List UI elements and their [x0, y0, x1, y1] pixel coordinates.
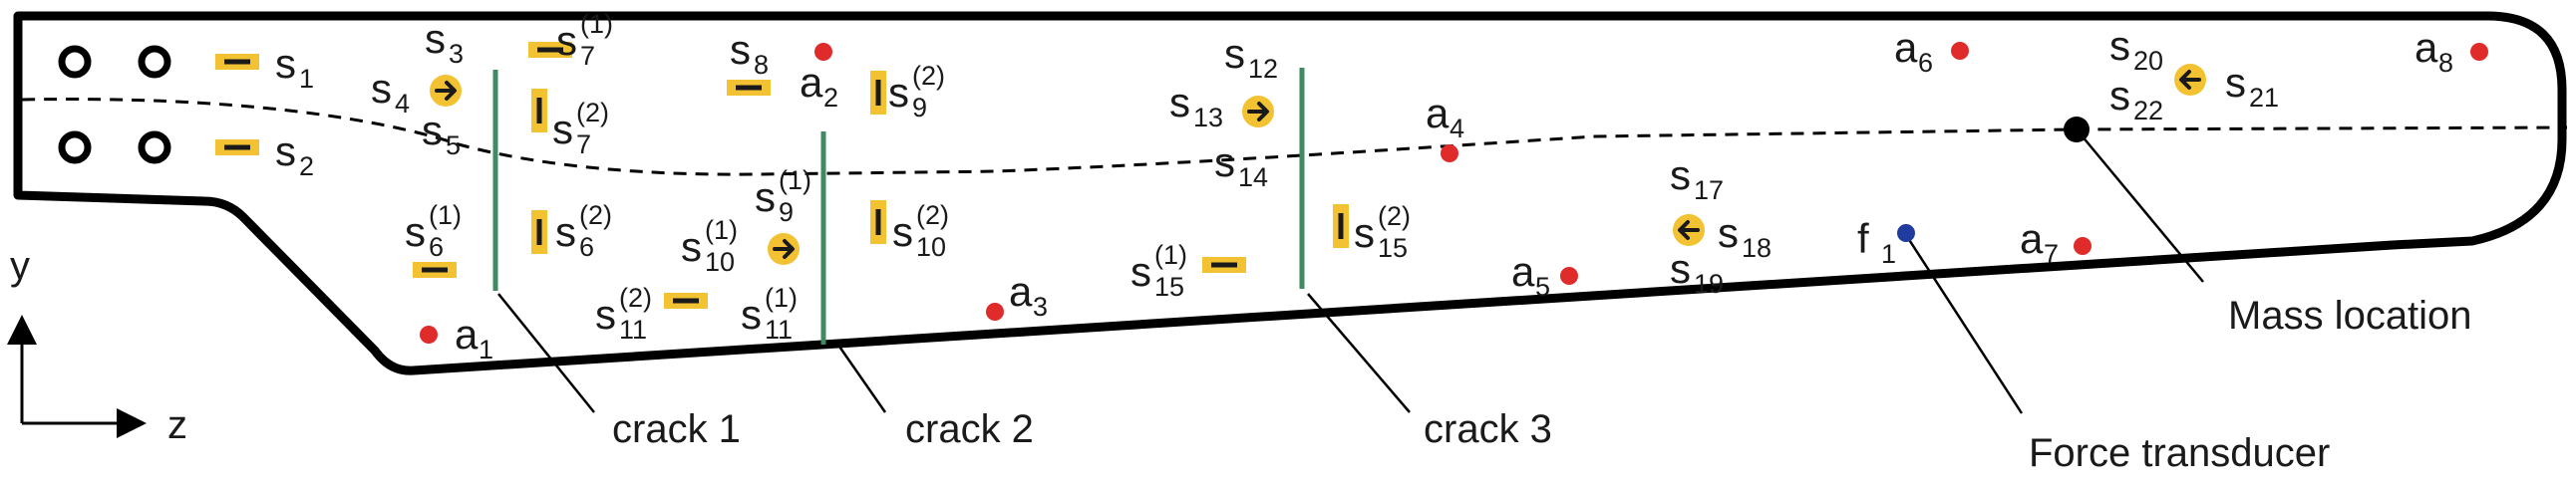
- strain-gauge-icon: [664, 293, 708, 309]
- strain-gauge-icon: [215, 139, 259, 155]
- bolt-hole-icon: [138, 45, 171, 79]
- sensor-label: a6: [1894, 24, 1933, 78]
- rosettes: [430, 64, 2206, 265]
- sensor-label: a3: [1009, 268, 1048, 322]
- crack-2-label: crack 2: [905, 407, 1034, 451]
- mass-dot-icon: [2064, 117, 2090, 142]
- crack-1-label: crack 1: [612, 407, 741, 451]
- bolt-hole-icon: [138, 130, 171, 164]
- sensor-label: a4: [1426, 90, 1464, 143]
- sensor-label: a8: [2415, 24, 2453, 78]
- axis-indicator: y z: [6, 244, 187, 447]
- rosette-arrow-icon: [430, 75, 462, 107]
- strain-gauge-icon: [1333, 204, 1349, 248]
- strain-gauge-icon: [870, 200, 886, 244]
- force-transducer-label: Force transducer: [2029, 431, 2330, 475]
- accelerometer-dot-icon: [1951, 42, 1969, 60]
- bolt-hole-icon: [58, 130, 92, 164]
- strain-gauge-icon: [528, 42, 572, 58]
- sensor-label: a1: [455, 311, 493, 365]
- accelerometer-dot-icon: [2470, 43, 2488, 61]
- rosette-arrow-icon: [768, 233, 800, 265]
- strain-gauge-icon: [727, 80, 771, 96]
- rosette-arrow-icon: [1242, 96, 1274, 127]
- strain-gauge-icon: [413, 262, 457, 278]
- sensor-label: a2: [800, 59, 838, 113]
- crack-3-label: crack 3: [1424, 407, 1552, 451]
- mass-location-label: Mass location: [2228, 294, 2472, 338]
- bolt-hole-icon: [58, 45, 92, 79]
- accelerometer-dot-icon: [814, 43, 832, 61]
- strain-gauge-icon: [1202, 257, 1246, 273]
- rosette-arrow-icon: [1673, 214, 1705, 246]
- strain-gauge-icon: [870, 71, 886, 115]
- leader-lines: [497, 128, 2204, 414]
- strain-gauges-vertical: [531, 71, 1349, 254]
- rosette-arrow-icon: [2174, 64, 2206, 96]
- strain-gauges-horizontal: [215, 42, 1246, 309]
- accelerometer-dot-icon: [1441, 144, 1458, 162]
- force-transducer-dot-icon: [1897, 224, 1915, 242]
- wing-outline: [13, 11, 2567, 375]
- neutral-axis-line: [21, 98, 2568, 176]
- sensor-label: a5: [1511, 248, 1550, 302]
- bolt-holes: [58, 45, 171, 164]
- axis-y-label: y: [10, 244, 30, 288]
- sensor-label: a7: [2020, 215, 2059, 269]
- strain-gauge-icon: [531, 210, 547, 254]
- strain-gauge-icon: [531, 89, 547, 132]
- accelerometer-dot-icon: [2074, 237, 2092, 255]
- accelerometer-dot-icon: [986, 303, 1004, 321]
- accelerometers: [420, 42, 2488, 344]
- accelerometer-dot-icon: [420, 326, 438, 344]
- accelerometer-dot-icon: [1560, 267, 1578, 285]
- strain-gauge-icon: [215, 54, 259, 70]
- axis-z-label: z: [167, 403, 187, 447]
